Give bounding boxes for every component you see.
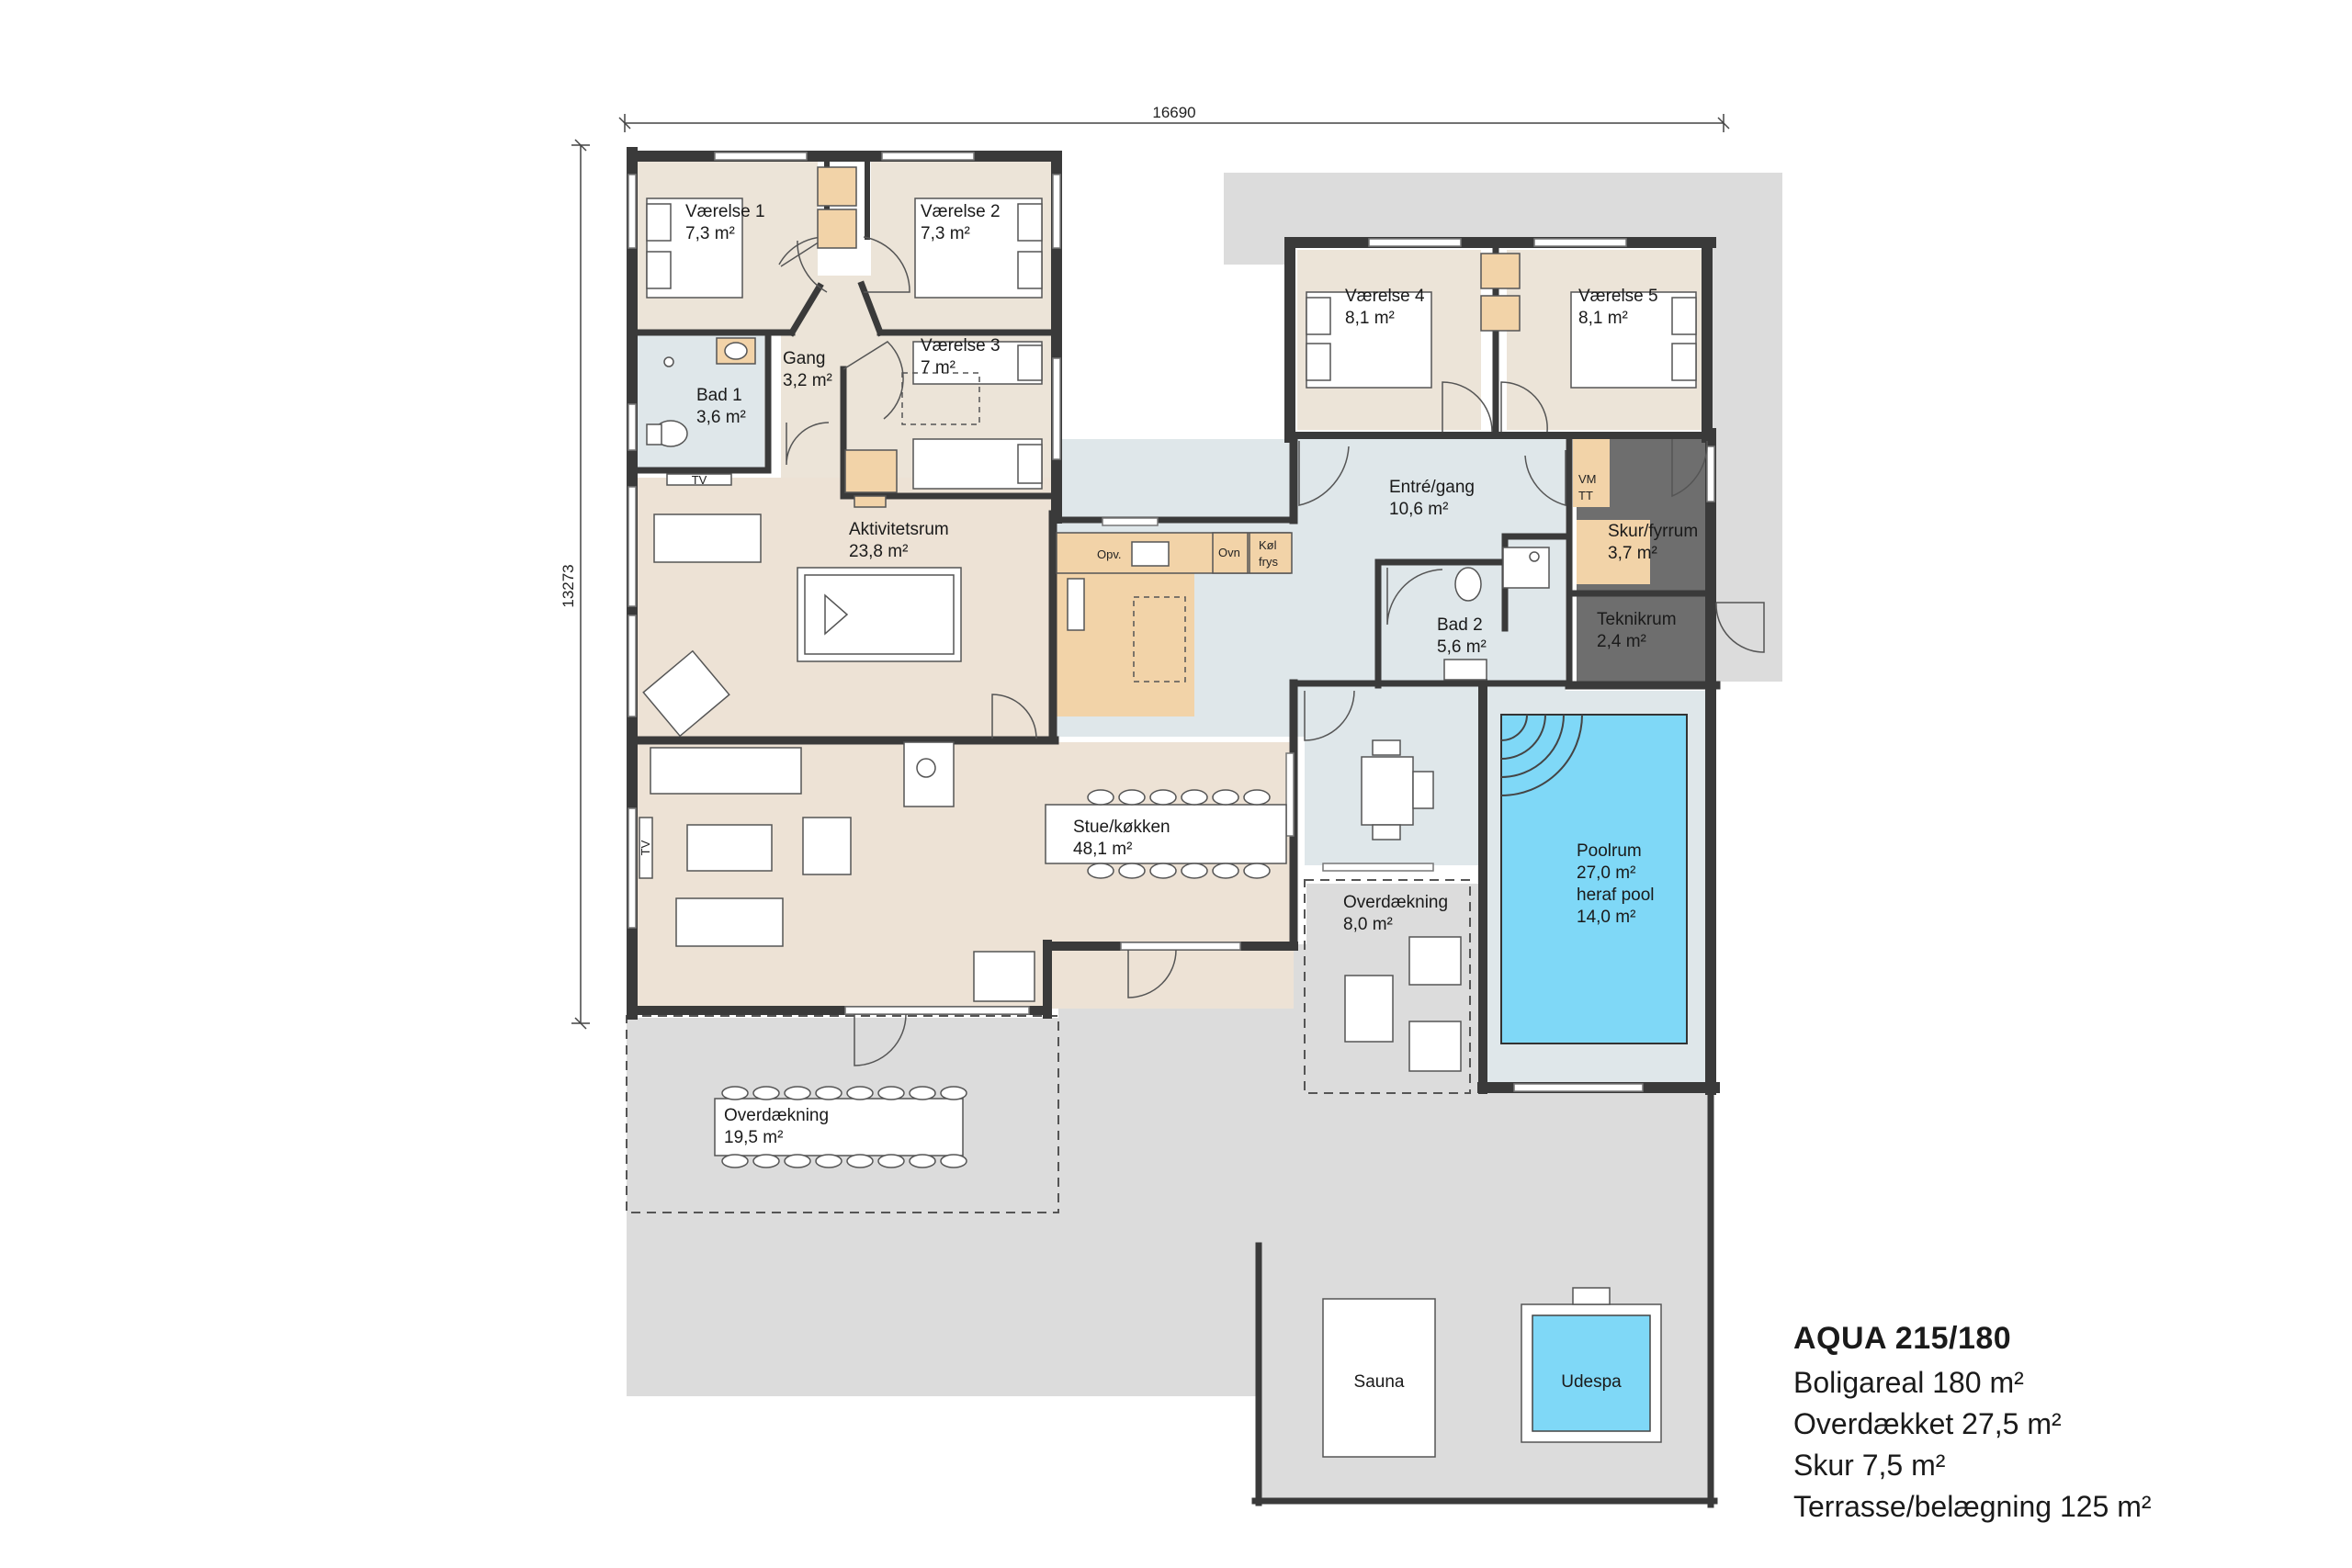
canopy-overdaekning-large	[626, 1015, 1059, 1213]
area-vaerelse-4: 8,1 m²	[1345, 309, 1395, 328]
area-vaerelse-1: 7,3 m²	[685, 224, 735, 243]
chairs	[721, 739, 1401, 1168]
area-poolrum: 27,0 m²	[1577, 863, 1635, 883]
label-sauna: Sauna	[1354, 1372, 1405, 1392]
dimension-lines	[571, 114, 1730, 1030]
boligareal: Boligareal 180 m²	[1793, 1366, 2024, 1399]
area-bad-2: 5,6 m²	[1437, 637, 1487, 657]
label-vaerelse-5: Værelse 5	[1578, 287, 1658, 306]
label-tv-stue: TV	[639, 840, 652, 855]
label-entre: Entré/gang	[1389, 478, 1475, 497]
dashed-fixtures	[901, 372, 1186, 682]
pool-steps	[1500, 714, 1583, 796]
terrace-northeast	[1224, 173, 1782, 682]
armchair-stue-bottom	[973, 951, 1035, 1002]
floor-kitchen-island	[1066, 650, 1194, 715]
sofa-stue-bottom	[675, 897, 784, 947]
floor-teknikrum	[1577, 595, 1705, 683]
area-stue: 48,1 m²	[1073, 840, 1132, 859]
area-overdaekning-large: 19,5 m²	[724, 1128, 783, 1147]
area-aktivitetsrum: 23,8 m²	[849, 542, 908, 561]
label-heraf-pool: heraf pool	[1577, 886, 1655, 905]
label-gang: Gang	[783, 349, 825, 368]
label-overdaekning-large: Overdækning	[724, 1106, 829, 1125]
furniture	[639, 166, 1697, 1458]
label-skur: Skur/fyrrum	[1608, 522, 1698, 541]
label-aktivitetsrum: Aktivitetsrum	[849, 520, 949, 539]
label-vaerelse-3: Værelse 3	[921, 336, 1001, 355]
label-vm: VM	[1578, 472, 1597, 486]
area-gang: 3,2 m²	[783, 371, 832, 390]
house-title: AQUA 215/180	[1793, 1321, 2012, 1356]
dimension-width: 16690	[1152, 104, 1195, 121]
area-entre: 10,6 m²	[1389, 500, 1448, 519]
label-opv: Opv.	[1097, 547, 1122, 561]
skur: Skur 7,5 m²	[1793, 1449, 1946, 1482]
floor-vm-tt	[1573, 437, 1610, 507]
sofa-aktivitetsrum	[653, 513, 762, 563]
windows	[628, 152, 1715, 1092]
canopies	[626, 879, 1471, 1213]
coffee-table	[686, 824, 773, 872]
label-udespa: Udespa	[1561, 1372, 1622, 1392]
label-vaerelse-1: Værelse 1	[685, 202, 765, 221]
sauna-box	[1322, 1298, 1436, 1458]
area-teknikrum: 2,4 m²	[1597, 632, 1646, 651]
armchair-stue	[802, 817, 852, 875]
overdaekket: Overdækket 27,5 m²	[1793, 1407, 2062, 1440]
label-vaerelse-4: Værelse 4	[1345, 287, 1425, 306]
label-poolrum: Poolrum	[1577, 841, 1642, 861]
room-labels: Værelse 1 7,3 m² Værelse 2 7,3 m² Værels…	[685, 202, 1698, 1392]
house-info: AQUA 215/180 Boligareal 180 m² Overdække…	[1793, 1321, 2152, 1528]
area-overdaekning-small: 8,0 m²	[1343, 915, 1393, 934]
label-vaerelse-2: Værelse 2	[921, 202, 1001, 221]
floor-skur-storage	[1577, 520, 1650, 584]
area-vaerelse-2: 7,3 m²	[921, 224, 970, 243]
label-teknikrum: Teknikrum	[1597, 610, 1677, 629]
tv-aktivitetsrum	[666, 473, 732, 486]
terrasse: Terrasse/belægning 125 m²	[1793, 1490, 2152, 1523]
label-frys: frys	[1259, 555, 1278, 569]
area-heraf-pool: 14,0 m²	[1577, 908, 1635, 927]
area-vaerelse-3: 7 m²	[921, 358, 956, 378]
label-ovn: Ovn	[1218, 546, 1240, 559]
label-stue: Stue/køkken	[1073, 818, 1170, 837]
label-tv-aktivitetsrum: TV	[692, 473, 707, 487]
label-bad-1: Bad 1	[696, 386, 742, 405]
fixture-labels: TV TV Opv. Ovn Køl frys VM TT	[639, 472, 1597, 855]
outdoor-dining-table	[714, 1098, 964, 1156]
label-kol: Køl	[1259, 538, 1277, 552]
area-vaerelse-5: 8,1 m²	[1578, 309, 1628, 328]
sofa-stue-top	[650, 747, 802, 795]
armchair-aktivitetsrum	[642, 649, 730, 738]
dimension-height: 13273	[560, 564, 577, 607]
label-bad-2: Bad 2	[1437, 615, 1483, 635]
label-overdaekning-small: Overdækning	[1343, 893, 1448, 912]
canopy-overdaekning-small	[1304, 879, 1471, 1094]
area-bad-1: 3,6 m²	[696, 408, 746, 427]
area-skur: 3,7 m²	[1608, 544, 1657, 563]
label-tt: TT	[1578, 489, 1593, 502]
tv-stue	[639, 817, 653, 879]
